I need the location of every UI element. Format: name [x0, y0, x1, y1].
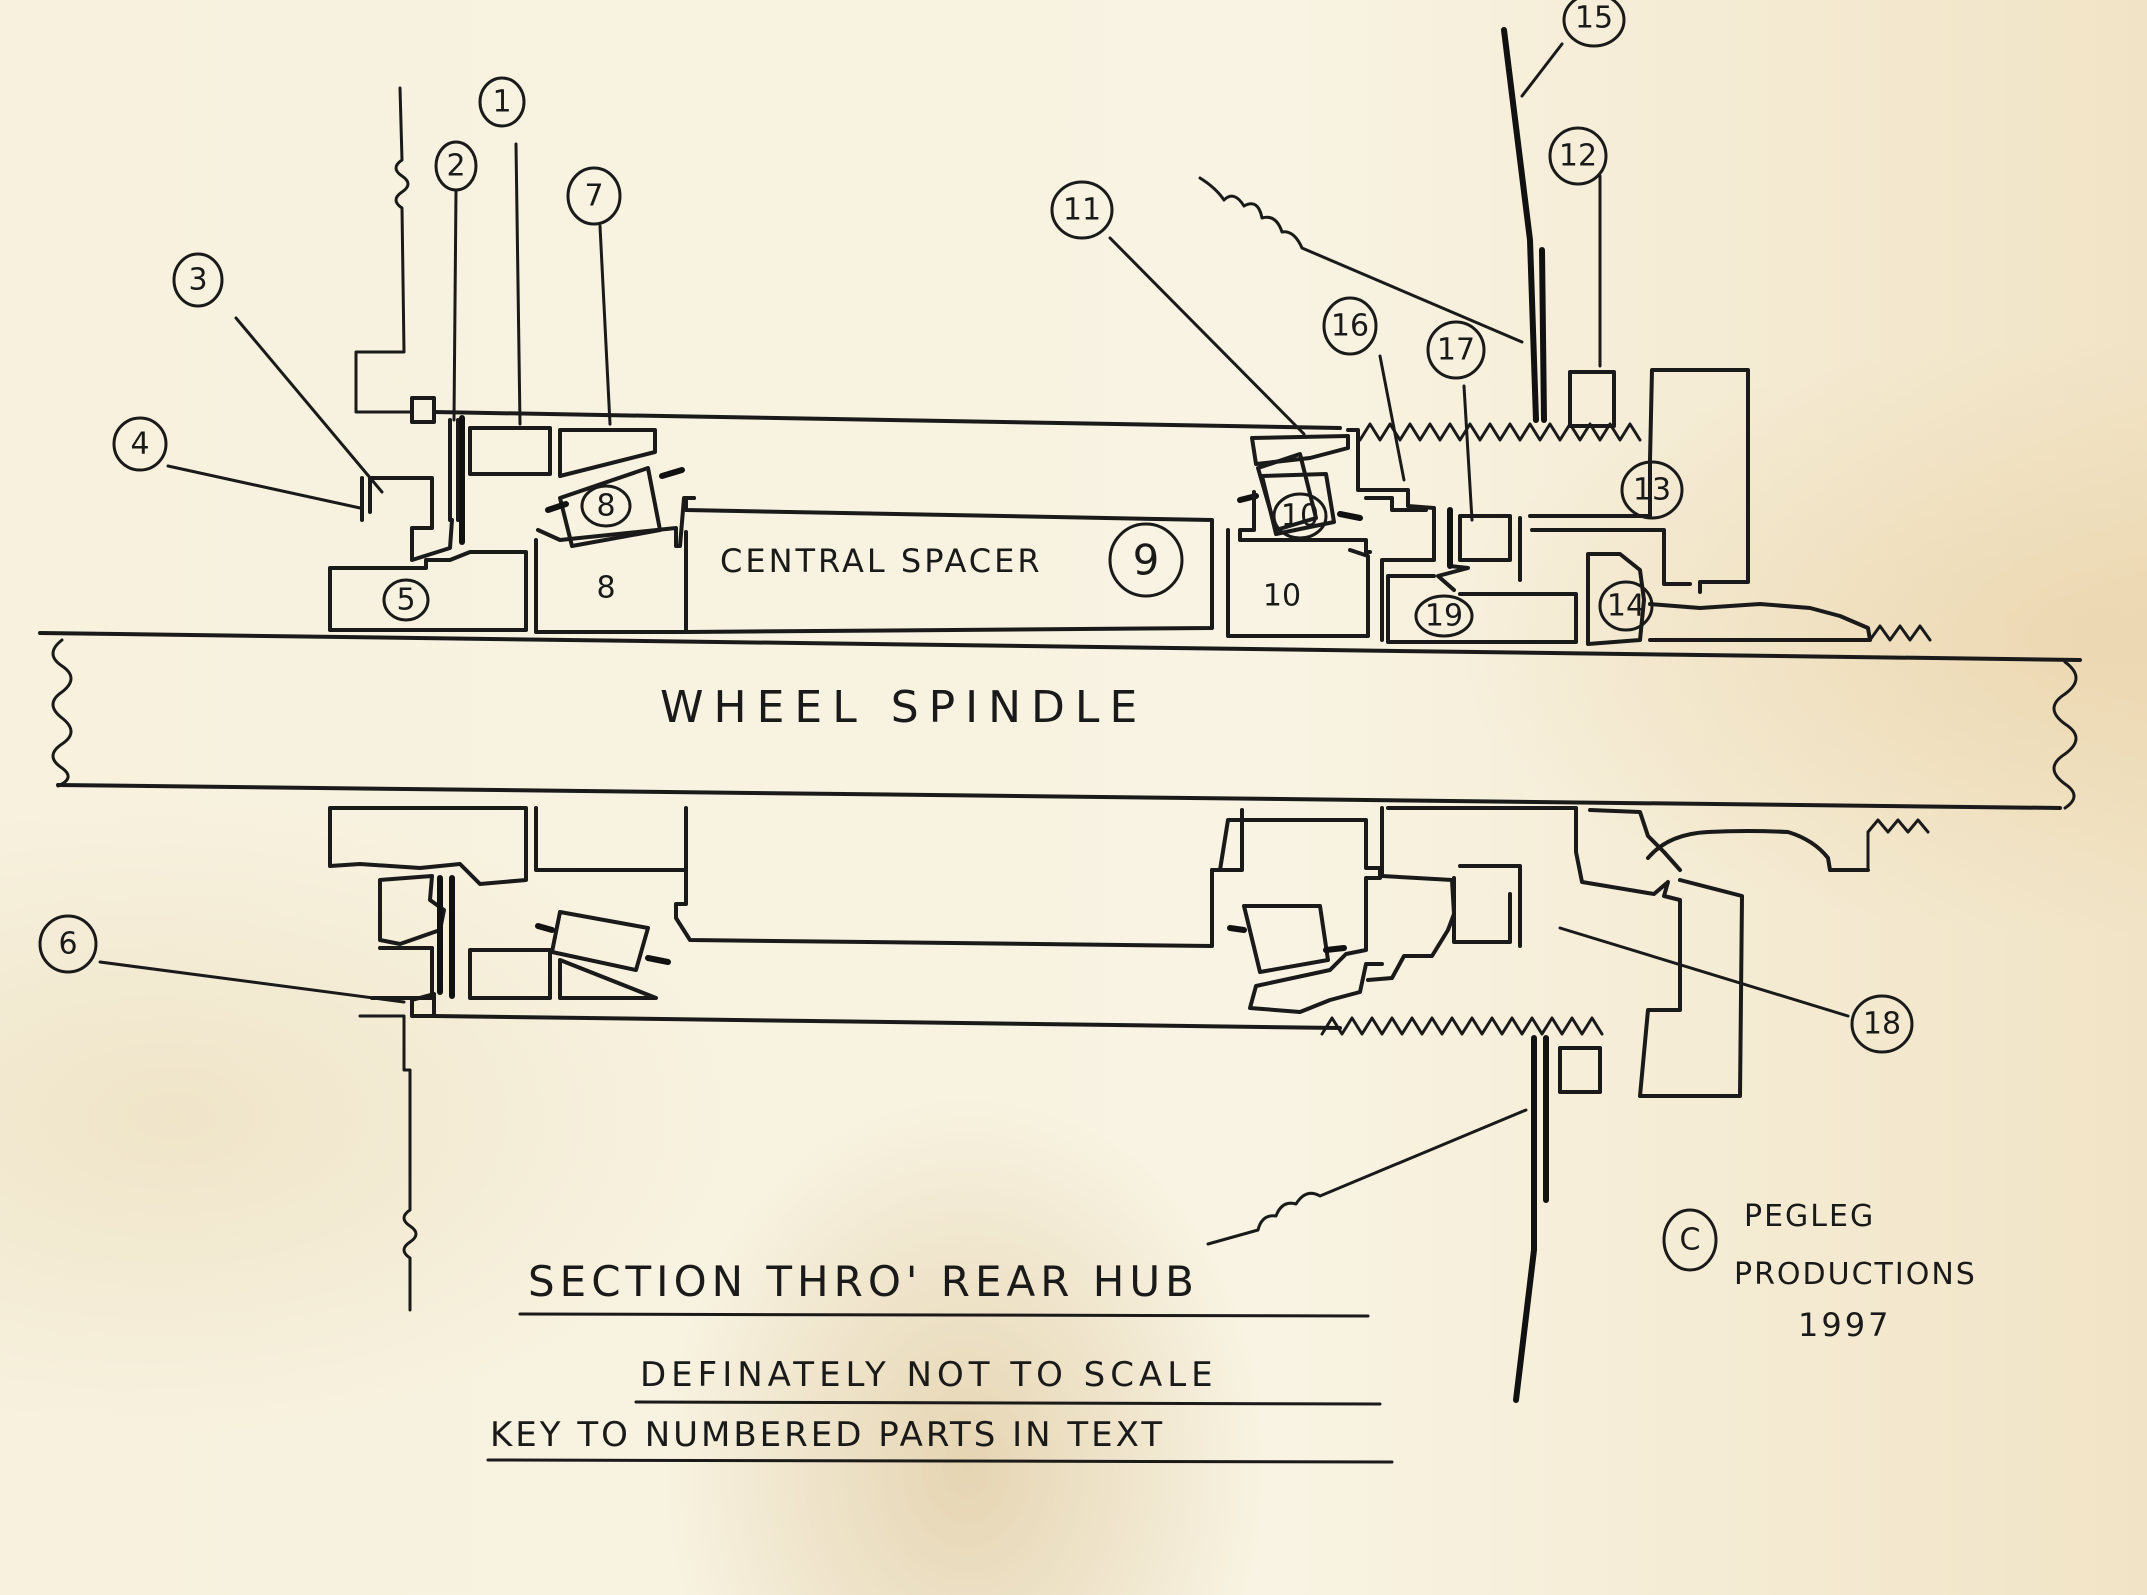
- callout-4: 4: [112, 416, 168, 472]
- callout-8a: 8: [580, 484, 632, 528]
- copyright-symbol: C: [1680, 1223, 1701, 1258]
- copyright-line2: PRODUCTIONS: [1734, 1257, 1977, 1292]
- svg-text:11: 11: [1063, 193, 1101, 228]
- svg-text:19: 19: [1425, 599, 1463, 634]
- spindle-label: WHEEL SPINDLE: [660, 682, 1147, 733]
- svg-text:3: 3: [188, 263, 207, 298]
- copyright-line1: PEGLEG: [1744, 1199, 1875, 1234]
- callout-18: 18: [1850, 994, 1914, 1054]
- upper-section: [328, 27, 1932, 646]
- drawing-subtitle: DEFINATELY NOT TO SCALE: [640, 1355, 1218, 1395]
- callout-7: 7: [566, 166, 622, 226]
- svg-text:15: 15: [1575, 1, 1613, 36]
- svg-text:8: 8: [596, 489, 615, 524]
- svg-text:14: 14: [1607, 589, 1645, 624]
- svg-text:2: 2: [446, 149, 465, 184]
- svg-text:16: 16: [1331, 309, 1369, 344]
- title-block: SECTION THRO' REAR HUB DEFINATELY NOT TO…: [486, 1257, 1394, 1464]
- callout-8b: 8: [596, 571, 615, 606]
- part-callouts: 1 2 3 4 5 6 7 8 8 9 10 10 11 12 13 14 15…: [38, 0, 1914, 1054]
- callout-3: 3: [172, 252, 224, 308]
- svg-text:10: 10: [1263, 579, 1301, 614]
- lower-section: [328, 806, 1930, 1403]
- callout-10a: 10: [1272, 492, 1328, 540]
- svg-text:12: 12: [1559, 139, 1597, 174]
- callout-12: 12: [1548, 126, 1608, 186]
- callout-13: 13: [1620, 460, 1684, 520]
- callout-15: 15: [1562, 0, 1626, 48]
- callout-11: 11: [1050, 180, 1114, 240]
- part-6-upper: [410, 396, 436, 424]
- callout-16: 16: [1322, 296, 1378, 356]
- spacer-label: CENTRAL SPACER: [720, 542, 1043, 580]
- callout-5: 5: [382, 578, 430, 622]
- callout-6: 6: [38, 914, 98, 974]
- svg-text:4: 4: [130, 427, 149, 462]
- svg-text:17: 17: [1437, 333, 1475, 368]
- svg-text:5: 5: [396, 583, 415, 618]
- svg-text:1: 1: [492, 85, 511, 120]
- drawing-title: SECTION THRO' REAR HUB: [528, 1257, 1199, 1306]
- callout-9: 9: [1108, 522, 1184, 598]
- svg-text:7: 7: [584, 179, 603, 214]
- svg-text:6: 6: [58, 927, 77, 962]
- svg-text:13: 13: [1633, 473, 1671, 508]
- svg-text:10: 10: [1281, 499, 1319, 534]
- callout-19: 19: [1414, 594, 1474, 638]
- copyright-block: C PEGLEG PRODUCTIONS 1997: [1662, 1199, 1977, 1344]
- wheel-spindle: [38, 631, 2082, 810]
- leader-lines: [98, 42, 1850, 1018]
- callout-2: 2: [434, 140, 478, 192]
- callout-17: 17: [1426, 320, 1486, 380]
- callout-1: 1: [478, 76, 526, 128]
- svg-text:18: 18: [1863, 1007, 1901, 1042]
- callout-10b: 10: [1263, 579, 1301, 614]
- copyright-year: 1997: [1798, 1306, 1891, 1344]
- key-note: KEY TO NUMBERED PARTS IN TEXT: [490, 1415, 1165, 1455]
- svg-text:8: 8: [596, 571, 615, 606]
- copyright-icon: [1662, 1208, 1718, 1272]
- callout-14: 14: [1598, 580, 1654, 632]
- svg-text:9: 9: [1133, 536, 1160, 585]
